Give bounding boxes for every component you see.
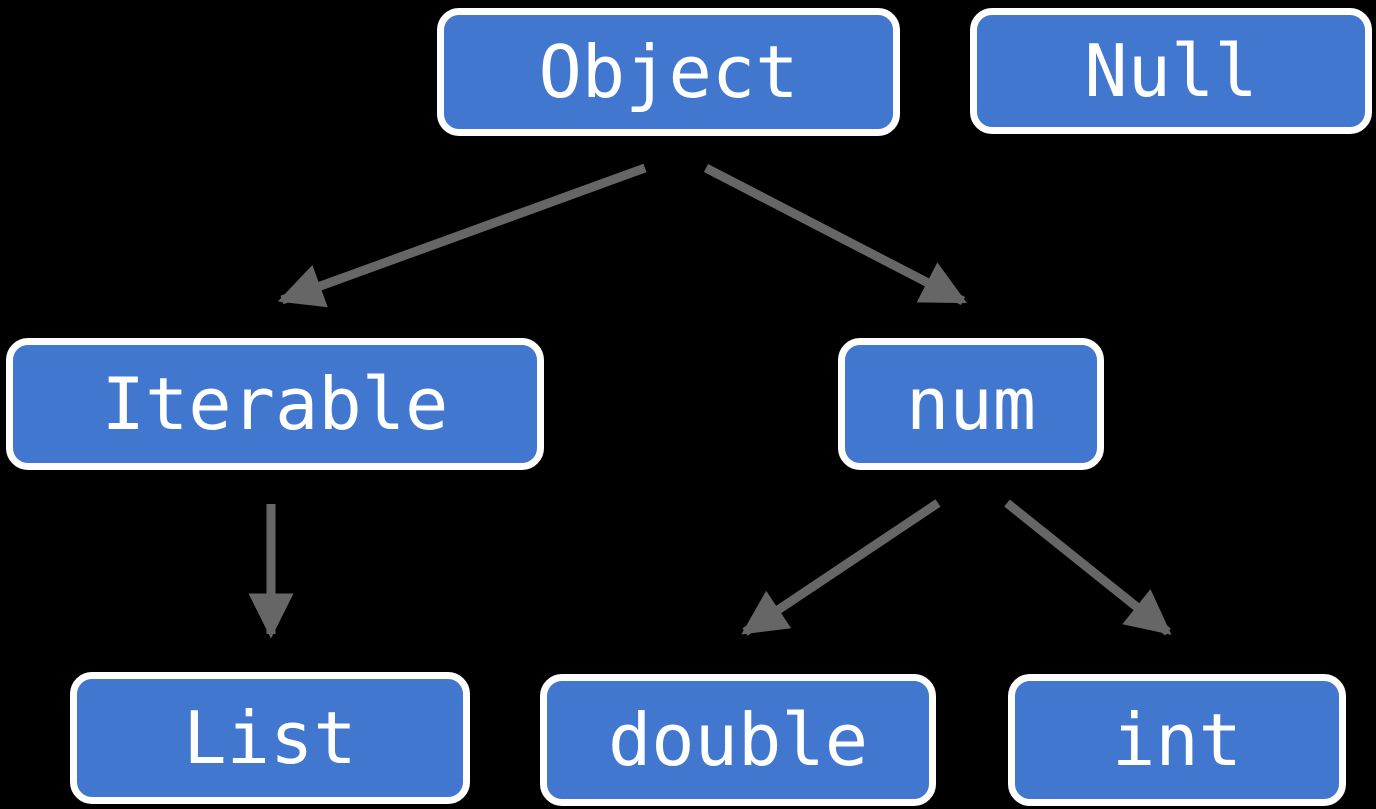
node-double-label: double xyxy=(607,698,869,782)
node-int: int xyxy=(1008,674,1346,806)
node-list-label: List xyxy=(183,696,357,780)
edge-object-iterable-arrow xyxy=(277,163,647,308)
edge-num-int-arrow xyxy=(1004,499,1172,636)
edge-object-num-arrow xyxy=(703,164,967,305)
node-int-label: int xyxy=(1111,698,1243,782)
node-num-label: num xyxy=(905,362,1037,446)
node-double: double xyxy=(540,674,936,806)
node-null: Null xyxy=(970,8,1372,134)
node-iterable: Iterable xyxy=(6,338,544,470)
node-object: Object xyxy=(437,8,900,136)
node-iterable-label: Iterable xyxy=(101,362,449,446)
edge-num-double-arrow xyxy=(741,499,941,636)
node-object-label: Object xyxy=(538,30,799,114)
node-list: List xyxy=(70,672,470,804)
node-num: num xyxy=(838,338,1104,470)
node-null-label: Null xyxy=(1084,29,1258,113)
